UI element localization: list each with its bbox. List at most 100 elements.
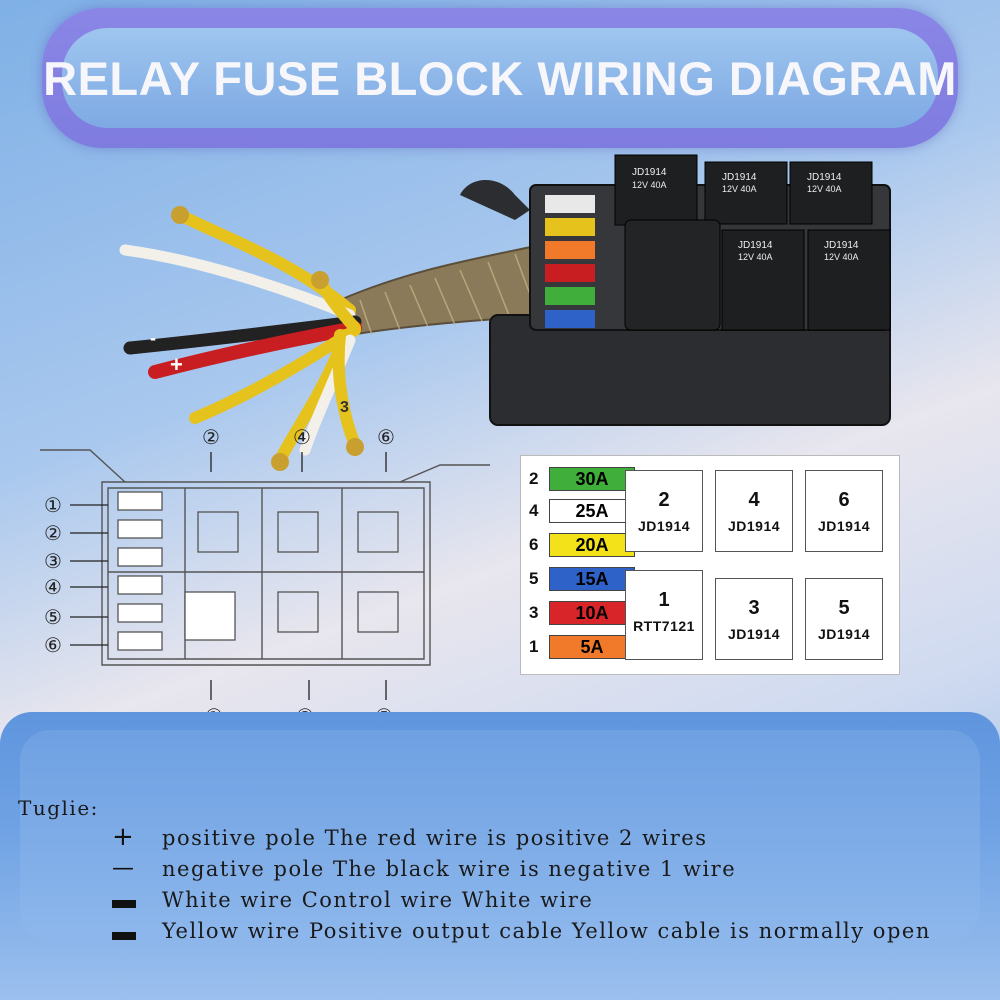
relay-code: RTT7121 xyxy=(633,618,695,634)
fuse-rating: 20A xyxy=(549,533,635,557)
left-marker: ① xyxy=(44,493,62,517)
schematic-fuses xyxy=(117,491,236,651)
relay-legend-cell: 3 JD1914 xyxy=(715,578,793,660)
relay-number: 2 xyxy=(658,489,670,511)
fuse-rating: 10A xyxy=(549,601,635,625)
relay-bottom-1 xyxy=(721,229,805,331)
fuse-rating: 5A xyxy=(549,635,635,659)
left-marker: ④ xyxy=(44,575,62,599)
relay-legend-cell: 2 JD1914 xyxy=(625,470,703,552)
relay-top-1 xyxy=(614,154,698,226)
minus-icon: — xyxy=(112,856,134,881)
fuse-block-photo: - + 3 JD1914 12V 40A JD1914 12V 40A JD19… xyxy=(119,154,891,471)
schematic-tab-left xyxy=(40,449,126,483)
relay-top-3 xyxy=(789,161,873,225)
wire-tip xyxy=(171,206,189,224)
notes-heading: Tuglie: xyxy=(18,796,99,820)
wire-tip xyxy=(346,438,364,456)
relay-code: JD1914 xyxy=(722,172,757,183)
relay-number: 5 xyxy=(838,597,850,619)
marker-arrows xyxy=(70,452,387,700)
title-banner-inner: RELAY FUSE BLOCK WIRING DIAGRAM xyxy=(43,28,956,128)
title-banner: RELAY FUSE BLOCK WIRING DIAGRAM xyxy=(42,8,958,148)
wire-tip xyxy=(311,271,329,289)
notes-panel-inner xyxy=(20,730,980,940)
page-title: RELAY FUSE BLOCK WIRING DIAGRAM xyxy=(43,51,957,105)
relay-code: JD1914 xyxy=(738,240,773,251)
fuse-number: 2 xyxy=(529,469,539,488)
top-marker: ⑥ xyxy=(377,425,395,449)
mounting-tab xyxy=(460,180,530,220)
left-marker: ⑥ xyxy=(44,633,62,657)
schematic-outline xyxy=(101,481,431,666)
white-wire-1 xyxy=(119,244,356,321)
fuse xyxy=(545,195,595,213)
yellow-wire-icon xyxy=(112,932,136,940)
relay-rating: 12V 40A xyxy=(722,184,757,194)
relay-legend-cell: 6 JD1914 xyxy=(805,470,883,552)
fuse-rating: 25A xyxy=(549,499,635,523)
schematic-tab-right xyxy=(399,464,490,483)
relay-code: JD1914 xyxy=(632,167,667,178)
wire-label: - xyxy=(150,328,156,348)
relay-rating: 12V 40A xyxy=(824,252,859,262)
fuse xyxy=(545,310,595,328)
fuse-block-schematic: ① ② ③ ④ ⑤ ⑥ ② ④ ⑥ ① ③ ⑤ xyxy=(40,425,490,720)
left-marker: ⑤ xyxy=(44,605,62,629)
relay-code: JD1914 xyxy=(637,518,691,534)
wire-label: 3 xyxy=(340,399,349,416)
black-wire xyxy=(123,315,362,355)
fuse-legend-row: 1 5A xyxy=(529,635,635,659)
schematic-relays xyxy=(197,511,399,633)
fuse xyxy=(545,241,595,259)
top-marker: ④ xyxy=(293,425,311,449)
relay-code: JD1914 xyxy=(727,518,781,534)
top-marker: ② xyxy=(202,425,220,449)
wire-tip xyxy=(271,453,289,471)
fuse-relay-legend: 2 30A 4 25A 6 20A 5 15A 3 10A 1 5A 2 JD1… xyxy=(520,455,900,675)
relay-number: 1 xyxy=(658,589,670,611)
red-wire xyxy=(148,321,362,379)
relay-code: JD1914 xyxy=(727,626,781,642)
left-marker: ③ xyxy=(44,549,62,573)
yellow-wire-5 xyxy=(332,329,361,451)
relay-rating: 12V 40A xyxy=(738,252,773,262)
fuse-number: 1 xyxy=(529,637,539,656)
relay-code: JD1914 xyxy=(817,518,871,534)
wire-label: + xyxy=(170,352,183,377)
white-wire-icon xyxy=(112,900,136,908)
fuse-legend-row: 6 20A xyxy=(529,533,635,557)
fuse-number: 5 xyxy=(529,569,539,588)
relay-top-2 xyxy=(704,161,788,225)
relay-bottom-2 xyxy=(807,229,891,331)
relay-rating: 12V 40A xyxy=(807,184,842,194)
relay-rtt xyxy=(624,219,721,331)
fuse-rating: 15A xyxy=(549,567,635,591)
fuse-number: 6 xyxy=(529,535,539,554)
relay-legend-cell: 1 RTT7121 xyxy=(625,570,703,660)
relay-number: 6 xyxy=(838,489,850,511)
fuse xyxy=(545,218,595,236)
fuse-rating: 30A xyxy=(549,467,635,491)
notes-panel: Tuglie: + positive pole The red wire is … xyxy=(0,712,1000,1000)
relay-number: 3 xyxy=(748,597,760,619)
note-positive: positive pole The red wire is positive 2… xyxy=(162,826,708,850)
left-marker: ② xyxy=(44,521,62,545)
relay-code: JD1914 xyxy=(807,172,842,183)
fuse-legend-row: 3 10A xyxy=(529,601,635,625)
note-white-wire: White wire Control wire White wire xyxy=(162,888,594,912)
fuse-legend-row: 5 15A xyxy=(529,567,635,591)
fuse-legend-row: 4 25A xyxy=(529,499,635,523)
fuse xyxy=(545,264,595,282)
note-yellow-wire: Yellow wire Positive output cable Yellow… xyxy=(162,919,931,943)
schematic-inner-outline xyxy=(107,487,425,660)
note-negative: negative pole The black wire is negative… xyxy=(162,857,737,881)
relay-number: 4 xyxy=(748,489,760,511)
relay-code: JD1914 xyxy=(824,240,859,251)
fuse-number: 4 xyxy=(529,501,539,520)
plus-icon: + xyxy=(112,822,134,852)
fuse-number: 3 xyxy=(529,603,539,622)
harness-weave xyxy=(359,253,539,336)
relay-code: JD1914 xyxy=(817,626,871,642)
fuse-legend-row: 2 30A xyxy=(529,467,635,491)
